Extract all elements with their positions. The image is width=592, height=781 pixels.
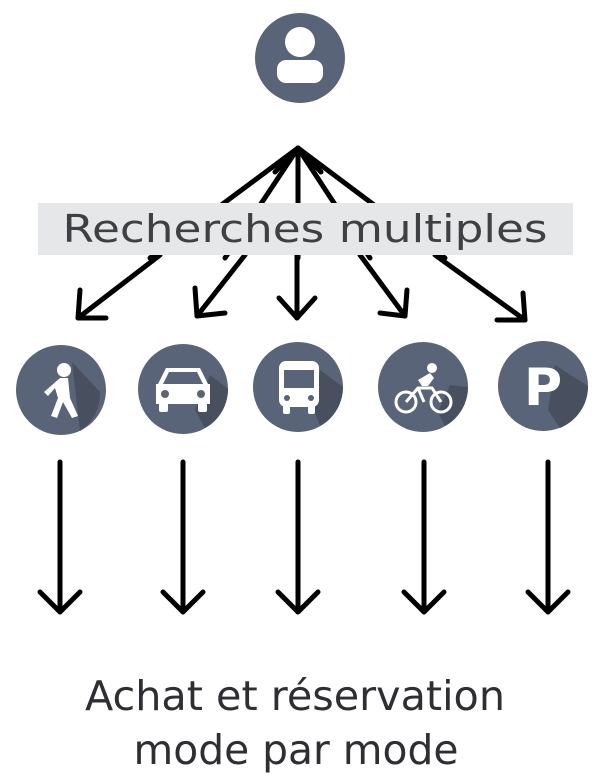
user-icon (255, 13, 345, 103)
parking-glyph: P (524, 358, 562, 418)
car-icon (138, 344, 228, 434)
middle-label-background (38, 203, 573, 255)
bottom-label-line2: mode par mode (134, 726, 459, 774)
bus-icon (253, 342, 343, 432)
bottom-label-line1: Achat et réservation (85, 672, 505, 720)
middle-label: Recherches multiples (63, 207, 548, 251)
parking-icon: P (498, 341, 589, 431)
pedestrian-icon (16, 345, 106, 435)
down-arrows (37, 459, 571, 615)
diverging-arrows (75, 252, 528, 323)
bicycle-icon (378, 342, 468, 432)
